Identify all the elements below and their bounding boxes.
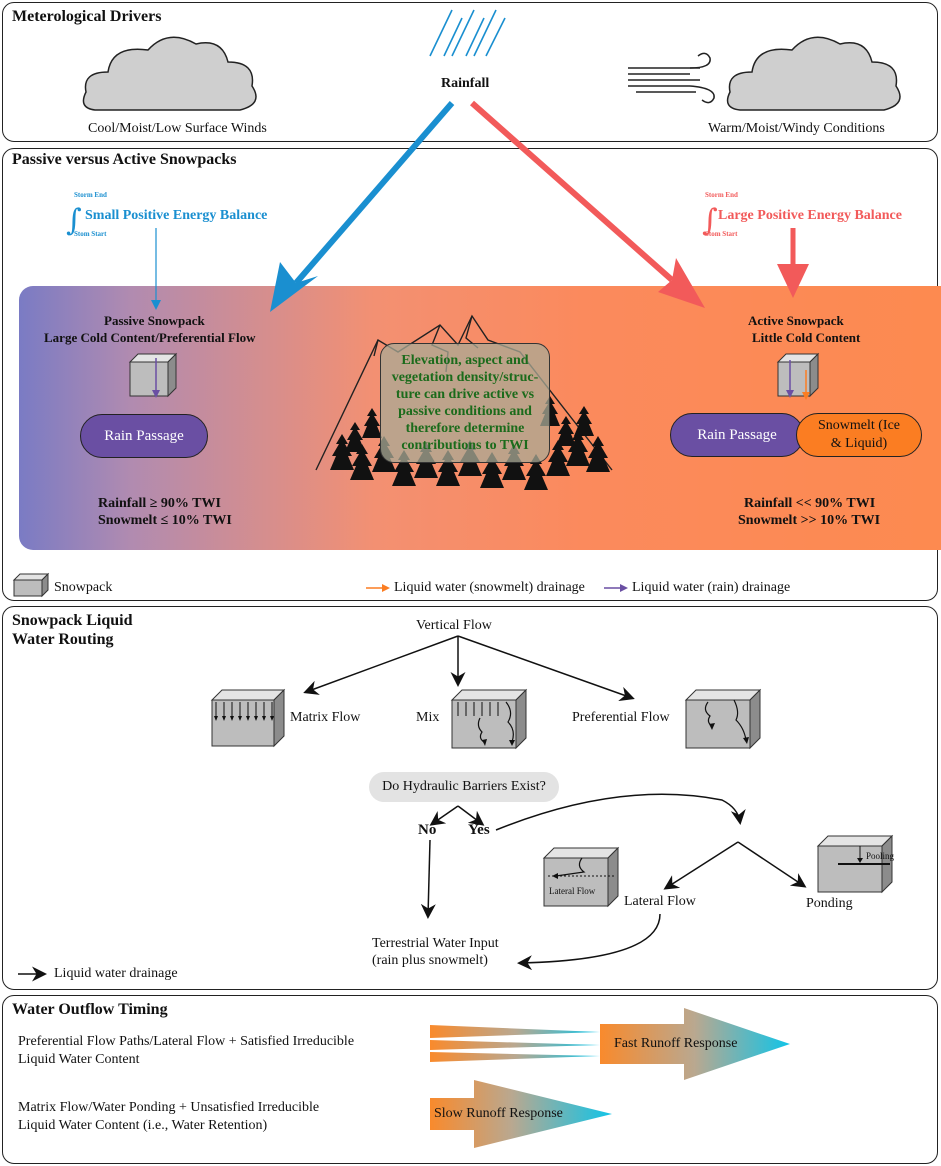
slow-description-line1: Matrix Flow/Water Ponding + Unsatisfied … — [18, 1100, 320, 1115]
twi-label-line1: Terrestrial Water Input — [372, 936, 499, 951]
large-energy-balance-label: Large Positive Energy Balance — [718, 208, 902, 223]
legend-snowmelt-label: Liquid water (snowmelt) drainage — [394, 580, 585, 595]
forest-icon — [330, 396, 610, 490]
legend-snowpack-icon — [12, 572, 50, 598]
legend-rain-arrow-icon — [604, 584, 628, 592]
active-rainfall-stat: Rainfall << 90% TWI — [744, 496, 876, 511]
panel4-title: Water Outflow Timing — [12, 1001, 168, 1018]
active-snowpack-cube-icon — [776, 352, 820, 400]
passive-rain-passage-button: Rain Passage — [80, 414, 208, 458]
integral-right-icon: ∫ — [702, 203, 718, 238]
right-integral-lower: Stom Start — [705, 230, 738, 238]
pooling-label: Pooling — [866, 851, 895, 861]
snowmelt-button: Snowmelt (Ice & Liquid) — [796, 413, 922, 457]
twi-label-line2: (rain plus snowmelt) — [372, 953, 488, 968]
small-energy-balance-label: Small Positive Energy Balance — [85, 208, 268, 223]
routing-arrows — [18, 635, 807, 982]
active-rain-passage-label: Rain Passage — [697, 426, 777, 443]
rain-icon — [429, 9, 506, 57]
right-integral-upper: Storm End — [705, 191, 738, 199]
vertical-flow-label: Vertical Flow — [416, 618, 492, 633]
small-energy-arrow — [151, 228, 161, 310]
panel-outflow — [2, 995, 938, 1164]
fast-runoff-arrow — [430, 1008, 790, 1080]
slow-runoff-arrow — [430, 1080, 612, 1148]
lateral-flow-label: Lateral Flow — [624, 894, 696, 909]
passive-snowpack-cube-icon — [128, 352, 178, 398]
wind-icon — [628, 52, 715, 104]
liquid-water-drainage-legend: Liquid water drainage — [54, 966, 178, 981]
no-label: No — [418, 822, 437, 838]
passive-snowpack-subtitle: Large Cold Content/Preferential Flow — [44, 330, 256, 345]
fast-runoff-label: Fast Runoff Response — [614, 1036, 738, 1051]
yes-label: Yes — [468, 822, 490, 838]
legend-rain-label: Liquid water (rain) drainage — [632, 580, 791, 595]
fast-description-line2: Liquid Water Content — [18, 1052, 140, 1067]
active-rain-passage-button: Rain Passage — [670, 413, 804, 457]
mix-label: Mix — [416, 710, 440, 725]
pooling-block-icon — [816, 834, 894, 894]
panel2-title: Passive versus Active Snowpacks — [12, 151, 237, 168]
panel3-title-line2: Water Routing — [12, 631, 114, 648]
passive-snowmelt-stat: Snowmelt ≤ 10% TWI — [98, 513, 232, 528]
preferential-flow-label: Preferential Flow — [572, 710, 670, 725]
callout-line-6: contributions to TWI — [401, 438, 529, 453]
hydraulic-barriers-question: Do Hydraulic Barriers Exist? — [369, 772, 559, 802]
cloud-left-icon — [82, 36, 257, 111]
preferential-flow-block-icon — [684, 688, 762, 750]
blue-arrow — [270, 101, 455, 312]
matrix-flow-label: Matrix Flow — [290, 710, 361, 725]
red-arrow — [470, 100, 705, 308]
callout-line-4: passive conditions and — [398, 404, 532, 419]
integral-left-icon: ∫ — [66, 203, 82, 238]
mix-flow-block-icon — [450, 688, 528, 750]
warm-conditions-label: Warm/Moist/Windy Conditions — [708, 121, 885, 136]
cool-conditions-label: Cool/Moist/Low Surface Winds — [88, 121, 267, 136]
legend-snowpack-label: Snowpack — [54, 580, 113, 595]
panel1-title: Meterological Drivers — [12, 8, 162, 25]
large-energy-arrow — [777, 228, 809, 298]
active-snowmelt-stat: Snowmelt >> 10% TWI — [738, 513, 881, 528]
left-integral-upper: Storm End — [74, 191, 107, 199]
passive-rainfall-stat: Rainfall ≥ 90% TWI — [98, 496, 221, 511]
elevation-callout: Elevation, aspect and vegetation density… — [380, 343, 550, 463]
fast-description-line1: Preferential Flow Paths/Lateral Flow + S… — [18, 1034, 355, 1049]
passive-snowpack-title: Passive Snowpack — [104, 313, 205, 328]
legend-snowmelt-arrow-icon — [366, 584, 390, 592]
callout-line-5: therefore determine — [405, 421, 525, 436]
lateral-flow-block-label: Lateral Flow — [549, 886, 596, 896]
active-snowpack-subtitle: Little Cold Content — [752, 330, 861, 345]
matrix-flow-block-icon — [210, 688, 286, 748]
slow-description-line2: Liquid Water Content (i.e., Water Retent… — [18, 1118, 268, 1133]
callout-line-3: ture can drive active vs — [395, 387, 535, 402]
slow-runoff-label: Slow Runoff Response — [434, 1106, 563, 1121]
lateral-flow-block-icon — [542, 846, 620, 908]
panel3-title-line1: Snowpack Liquid — [12, 612, 133, 629]
snowmelt-line2: & Liquid) — [830, 436, 888, 451]
left-integral-lower: Stom Start — [74, 230, 107, 238]
callout-line-2: vegetation density/struc- — [391, 370, 539, 385]
callout-line-1: Elevation, aspect and — [401, 353, 529, 368]
active-snowpack-title: Active Snowpack — [748, 313, 844, 328]
cloud-right-icon — [726, 36, 901, 111]
rainfall-label: Rainfall — [441, 76, 490, 91]
ponding-label: Ponding — [806, 896, 853, 911]
snowmelt-line1: Snowmelt (Ice — [817, 418, 901, 433]
